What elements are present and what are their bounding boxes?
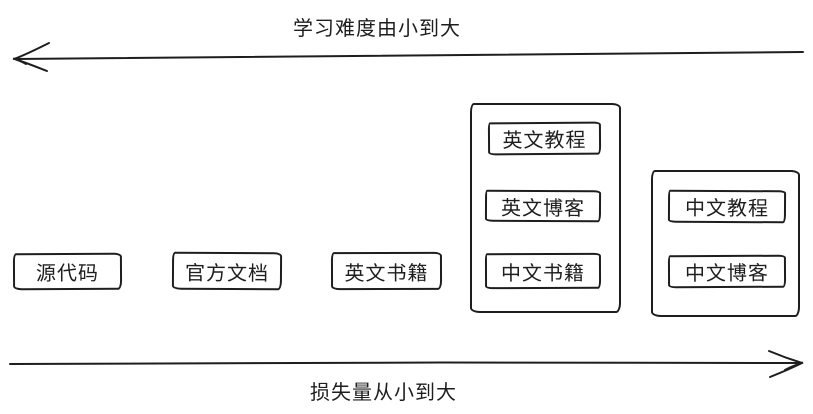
- box-english-blog: 英文博客: [484, 189, 602, 223]
- bottom-axis-label: 损失量从小到大: [310, 382, 457, 404]
- box-official-docs: 官方文档: [171, 251, 283, 291]
- right-arrow-icon: [9, 350, 804, 378]
- group-box-chinese-resources: 中文教程 中文博客: [651, 170, 800, 317]
- box-chinese-blog: 中文博客: [667, 254, 787, 289]
- box-chinese-tutorial: 中文教程: [667, 189, 787, 224]
- box-chinese-books: 中文书籍: [484, 252, 602, 290]
- box-source-code: 源代码: [12, 252, 123, 291]
- top-axis-label: 学习难度由小到大: [293, 18, 461, 40]
- left-arrow-icon: [12, 42, 804, 72]
- box-english-tutorial: 英文教程: [487, 121, 602, 156]
- box-english-books: 英文书籍: [330, 251, 443, 291]
- group-box-english-resources: 英文教程 英文博客 中文书籍: [470, 103, 621, 313]
